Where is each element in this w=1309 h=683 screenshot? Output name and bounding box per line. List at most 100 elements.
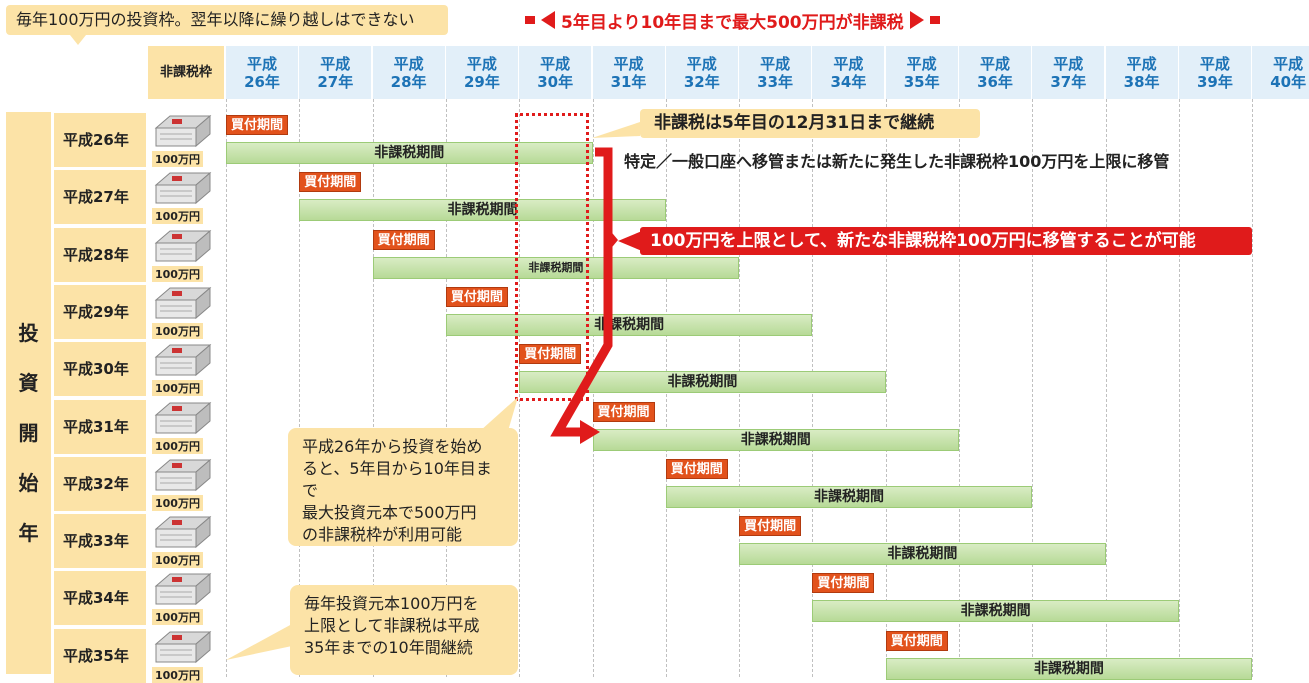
transfer-note: 特定／一般口座へ移管または新たに発生した非課税枠100万円を上限に移管 xyxy=(624,152,1170,171)
bubble-line: 35年までの10年間継続 xyxy=(304,638,473,657)
row-amount: 100万円 xyxy=(152,494,203,511)
row-amount: 100万円 xyxy=(152,380,203,397)
tax-free-period-bar: 非課税期間 xyxy=(299,199,666,222)
banner-text: 5年目より10年目まで最大500万円が非課税 xyxy=(561,12,904,33)
row-year-label: 平成32年 xyxy=(54,456,146,511)
year-header-era: 平成 xyxy=(760,55,791,73)
left-arrow-icon xyxy=(541,11,555,29)
purchase-period-tag: 買付期間 xyxy=(885,630,948,651)
money-stack-icon xyxy=(150,114,214,150)
tax-free-period-bar: 非課税期間 xyxy=(519,371,886,394)
money-stack-icon xyxy=(150,229,214,265)
year-header-era: 平成 xyxy=(540,55,571,73)
bubble-1-tail xyxy=(480,397,518,431)
year-header-era: 平成 xyxy=(1273,55,1304,73)
grid-line xyxy=(1178,99,1180,677)
purchase-period-tag: 買付期間 xyxy=(299,172,362,193)
year-header-year: 39年 xyxy=(1196,73,1233,91)
year-header-era: 平成 xyxy=(686,55,717,73)
bubble-line: 平成26年から投資を始め xyxy=(302,437,483,456)
money-stack-icon xyxy=(150,343,214,379)
year-header-era: 平成 xyxy=(1199,55,1230,73)
bubble-line: ると、5年目から10年目まで xyxy=(302,459,492,500)
money-stack-icon xyxy=(150,572,214,608)
money-stack-icon xyxy=(150,401,214,437)
row-year-label: 平成34年 xyxy=(54,571,146,626)
row-year-label: 平成31年 xyxy=(54,399,146,454)
row-amount: 100万円 xyxy=(152,552,203,569)
purchase-period-tag: 買付期間 xyxy=(519,344,582,365)
row-year-label: 平成30年 xyxy=(54,342,146,397)
bubble-line: 毎年投資元本100万円を xyxy=(304,594,479,613)
tax-continue-callout: 非課税は5年目の12月31日まで継続 xyxy=(640,109,980,138)
grid-line xyxy=(1032,99,1034,677)
info-bubble-2: 毎年投資元本100万円を 上限として非課税は平成 35年までの10年間継続 xyxy=(290,585,518,675)
year-header-era: 平成 xyxy=(906,55,937,73)
year-header-year: 35年 xyxy=(903,73,940,91)
purchase-period-tag: 買付期間 xyxy=(372,229,435,250)
year-header-era: 平成 xyxy=(393,55,424,73)
purchase-period-tag: 買付期間 xyxy=(226,115,289,135)
side-char: 開 xyxy=(18,421,39,445)
row-amount: 100万円 xyxy=(152,265,203,282)
year-header-year: 29年 xyxy=(463,73,500,91)
money-stack-icon xyxy=(150,458,214,494)
grid-line xyxy=(445,99,447,677)
row-year-label: 平成35年 xyxy=(54,628,146,683)
grid-line xyxy=(885,99,887,677)
side-label: 投 資 開 始 年 xyxy=(6,112,51,674)
grid-line xyxy=(1252,99,1254,677)
year-header-year: 36年 xyxy=(977,73,1013,91)
row-year-label: 平成29年 xyxy=(54,284,146,339)
year-header-year: 32年 xyxy=(683,73,720,91)
banner: 5年目より10年目まで最大500万円が非課税 xyxy=(525,8,940,33)
row-amount: 100万円 xyxy=(152,208,203,225)
tax-free-period-bar: 非課税期間 xyxy=(812,600,1179,623)
purchase-period-tag: 買付期間 xyxy=(739,516,802,537)
side-char: 資 xyxy=(18,371,39,395)
banner-right-arrow-stub xyxy=(929,16,940,24)
row-year-label: 平成28年 xyxy=(54,227,146,282)
row-year-label: 平成26年 xyxy=(54,113,146,167)
transfer-arrow xyxy=(550,147,618,444)
year-header-year: 27年 xyxy=(317,73,354,91)
year-header-year: 34年 xyxy=(830,73,867,91)
year-header-era: 平成 xyxy=(1053,55,1084,73)
red-note-tail xyxy=(618,231,642,251)
year-header-era: 平成 xyxy=(320,55,351,73)
tax-free-period-bar: 非課税期間 xyxy=(592,428,959,451)
bubble-line: 最大投資元本で500万円 xyxy=(302,503,477,522)
money-stack-icon xyxy=(150,630,214,666)
money-stack-icon xyxy=(150,286,214,322)
top-note: 毎年100万円の投資枠。翌年以降に繰り越しはできない xyxy=(6,5,448,35)
transfer-red-note: 100万円を上限として、新たな非課税枠100万円に移管することが可能 xyxy=(640,227,1252,255)
grid-line xyxy=(372,99,374,677)
year-header-year: 26年 xyxy=(244,73,280,91)
info-bubble-1: 平成26年から投資を始め ると、5年目から10年目まで 最大投資元本で500万円… xyxy=(288,428,518,546)
year-header-year: 37年 xyxy=(1050,73,1087,91)
year-header-era: 平成 xyxy=(1126,55,1157,73)
tax-free-period-bar: 非課税期間 xyxy=(885,657,1253,680)
tax-free-period-bar: 非課税期間 xyxy=(226,142,593,164)
row-amount: 100万円 xyxy=(152,437,203,454)
year-header-era: 平成 xyxy=(833,55,864,73)
year-header-year: 33年 xyxy=(757,73,794,91)
purchase-period-tag: 買付期間 xyxy=(592,401,655,422)
purchase-period-tag: 買付期間 xyxy=(445,286,508,307)
tax-free-period-bar: 非課税期間 xyxy=(739,543,1106,566)
purchase-period-tag: 買付期間 xyxy=(812,573,875,594)
top-note-tail xyxy=(70,35,86,45)
side-char: 年 xyxy=(18,521,39,545)
row-year-label: 平成27年 xyxy=(54,170,146,225)
year-header-era: 平成 xyxy=(979,55,1010,73)
side-char: 始 xyxy=(18,471,39,495)
